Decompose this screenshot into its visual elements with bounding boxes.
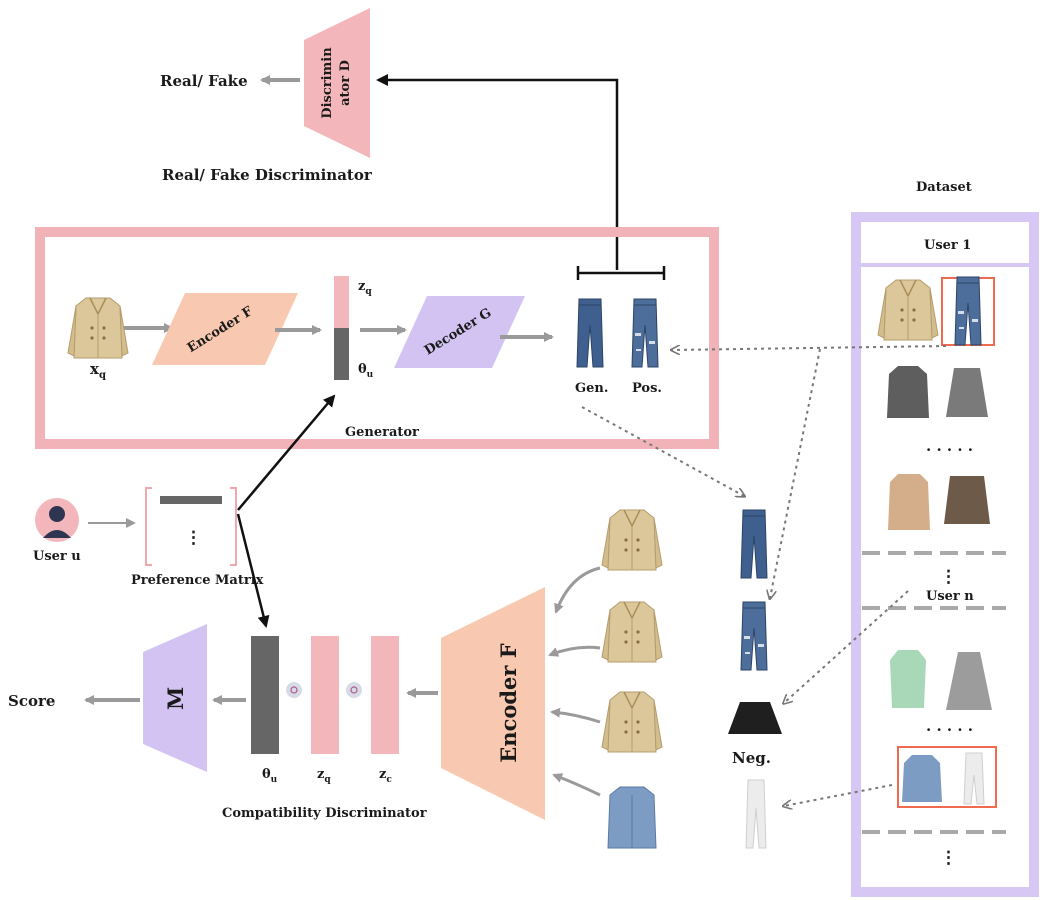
decoder-g-block xyxy=(394,296,525,368)
matrix-dots: ⋮ xyxy=(185,528,202,548)
dataset-tulle-skirt xyxy=(946,652,992,710)
score-label: Score xyxy=(8,692,55,710)
hadamard-operator-2 xyxy=(346,682,362,698)
negative-pair-highlight xyxy=(897,746,997,808)
user-avatar xyxy=(35,498,79,542)
z-q-latent-segment xyxy=(334,276,349,328)
dataset-jacket-1 xyxy=(877,279,939,341)
encoder-f-small-block xyxy=(152,293,298,365)
dataset-jeans-1 xyxy=(954,276,982,346)
generator-label: Generator xyxy=(345,425,419,440)
z-q-vector xyxy=(311,636,339,754)
hadamard-operator-1 xyxy=(286,682,302,698)
dataset-vdots-1: ⋮ xyxy=(940,567,957,587)
dataset-shorts-brown xyxy=(944,476,990,524)
neg-label: Neg. xyxy=(732,749,771,767)
discriminator-d-label-2: ator D xyxy=(338,60,353,106)
arrow-jacket3-to-encoder xyxy=(550,707,601,724)
z-q-bottom-label: zq xyxy=(317,767,331,785)
gen-label: Gen. xyxy=(575,381,608,396)
neg-jeans-generated xyxy=(740,509,768,579)
dataset-green-top xyxy=(890,650,926,708)
dataset-vdots-2: ⋮ xyxy=(940,848,957,868)
real-fake-output-label: Real/ Fake xyxy=(160,72,248,90)
preference-row xyxy=(160,496,222,504)
user-n-label: User n xyxy=(926,589,974,604)
dataset-coat-gray xyxy=(887,366,929,418)
encoder-f-large-block xyxy=(441,587,545,820)
candidate-jacket-2 xyxy=(601,601,663,663)
arrow-gen-to-discriminator xyxy=(376,74,619,270)
dataset-ellipsis-1: · · · · · xyxy=(926,441,973,459)
theta-u-vector xyxy=(251,636,279,754)
compatibility-discriminator-title: Compatibility Discriminator xyxy=(222,806,427,821)
theta-u-latent-segment xyxy=(334,328,349,380)
candidate-jacket-3 xyxy=(601,691,663,753)
neg-white-pants xyxy=(745,779,767,849)
matrix-bracket-right xyxy=(230,487,237,566)
dataset-denim-shirt xyxy=(902,755,942,802)
discriminator-d-label: Discrimin xyxy=(320,47,335,119)
candidate-jacket-1 xyxy=(601,509,663,571)
z-c-vector xyxy=(371,636,399,754)
dataset-ellipsis-2: · · · · · xyxy=(926,721,973,739)
arrow-denim-to-encoder xyxy=(552,773,601,797)
arrow-matrix-to-compat xyxy=(236,513,270,628)
dataset-title: Dataset xyxy=(916,180,972,195)
neg-jeans-ripped xyxy=(740,601,768,671)
neg-black-skirt xyxy=(728,702,782,734)
dataset-cardigan xyxy=(888,474,930,530)
user-1-label: User 1 xyxy=(924,238,971,253)
dotted-arrow-gen-to-candidate xyxy=(581,406,744,496)
dataset-panel xyxy=(851,212,1039,897)
arrow-jacket1-to-encoder xyxy=(554,566,601,614)
arrow-jacket2-to-encoder xyxy=(548,645,601,657)
generator-box xyxy=(35,227,719,449)
m-label: M xyxy=(163,687,188,710)
dotted-arrow-to-white-pants xyxy=(784,784,893,806)
arrow-matrix-to-generator xyxy=(237,394,336,511)
dataset-skirt-gray xyxy=(946,368,988,417)
positive-jeans-image xyxy=(631,298,659,368)
real-fake-discriminator-title: Real/ Fake Discriminator xyxy=(162,166,373,184)
z-q-top-label: zq xyxy=(358,279,372,297)
discriminator-d-block xyxy=(304,8,370,158)
preference-matrix-label: Preference Matrix xyxy=(131,573,264,588)
query-jacket-image xyxy=(67,297,129,359)
theta-u-side-label: θu xyxy=(358,362,374,380)
dotted-arrow-to-neg-jeans xyxy=(770,348,821,598)
dataset-white-pants xyxy=(963,752,985,805)
candidate-denim-jacket xyxy=(607,786,657,849)
m-block xyxy=(143,624,207,772)
encoder-f-large-label: Encoder F xyxy=(496,643,521,762)
pos-label: Pos. xyxy=(632,381,662,396)
theta-u-bottom-label: θu xyxy=(262,767,278,785)
matrix-bracket-left xyxy=(145,487,152,566)
x-q-label: xq xyxy=(90,360,106,381)
user-u-label: User u xyxy=(33,549,81,564)
z-c-bottom-label: zc xyxy=(379,767,392,785)
generated-jeans-image xyxy=(576,298,604,368)
